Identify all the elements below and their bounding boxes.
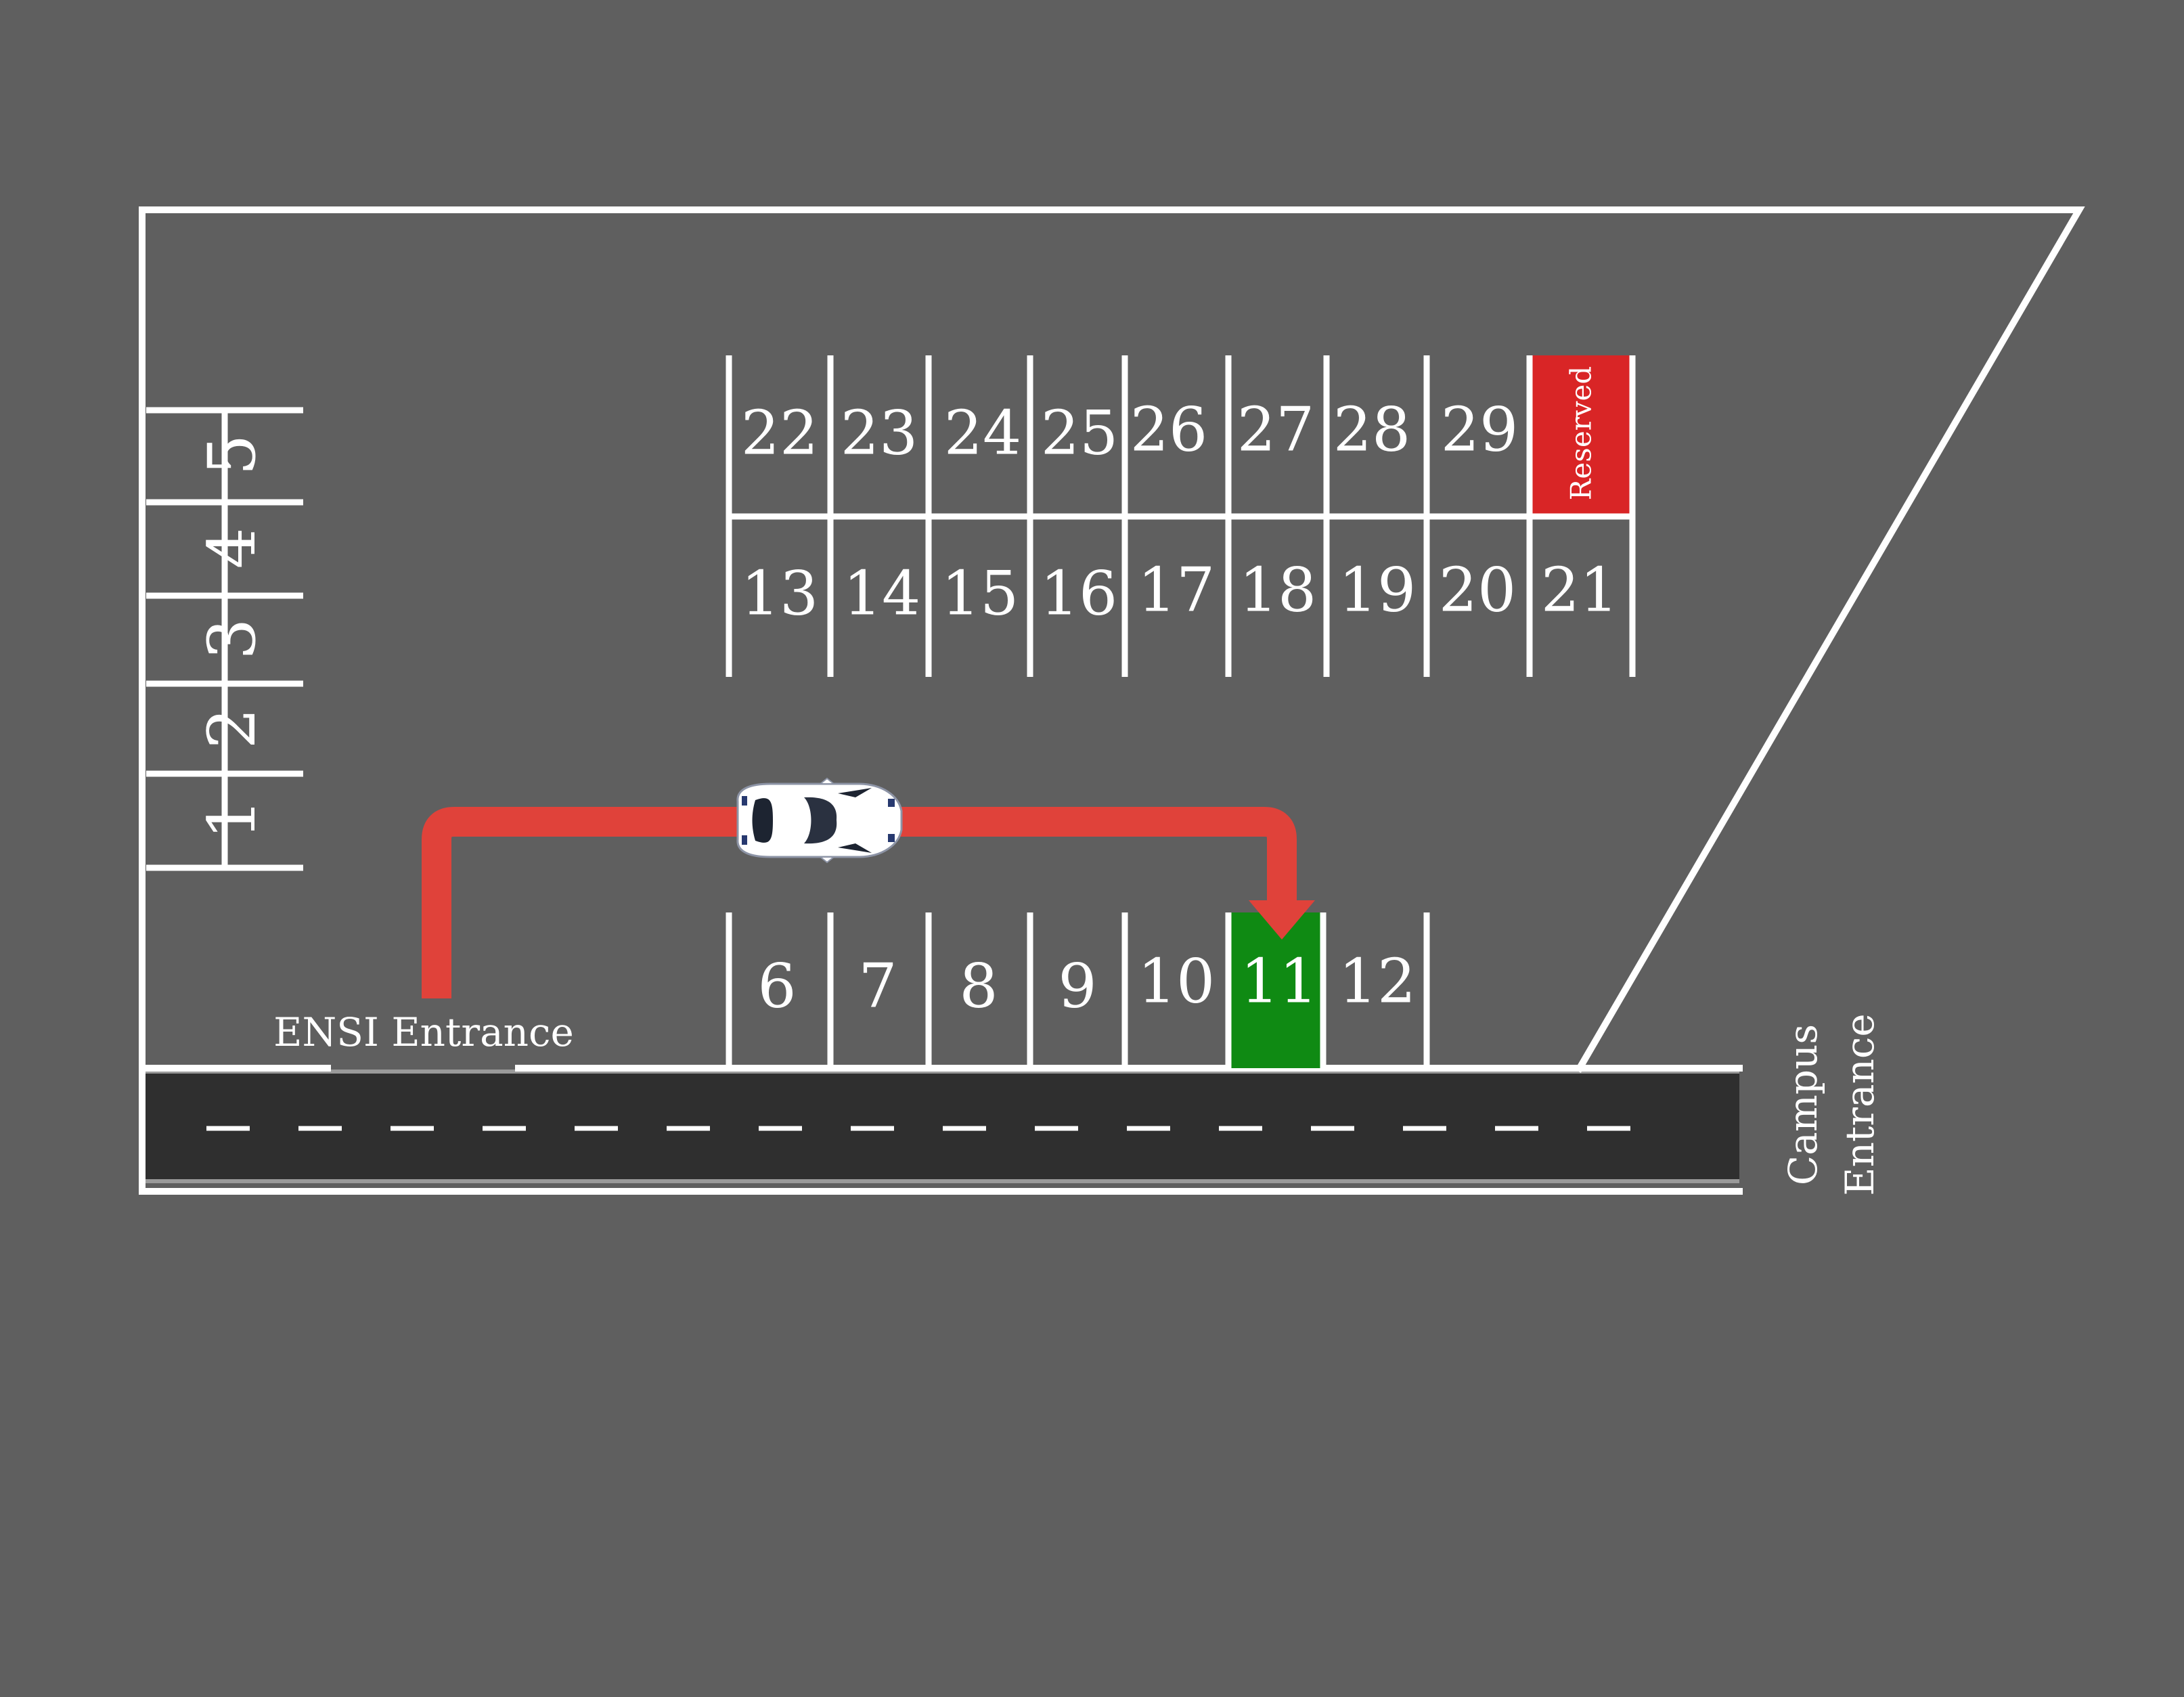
spot-18[interactable]: 18 [1239,555,1317,626]
left-column-labels: 1 2 3 4 5 [194,434,270,839]
spot-21[interactable]: 21 [1541,555,1619,626]
spot-5[interactable]: 5 [194,434,270,475]
campus-entrance-line2: Entrance [1837,1013,1883,1195]
spot-14[interactable]: 14 [843,558,921,630]
spot-6[interactable]: 6 [757,951,796,1022]
spot-22[interactable]: 22 [741,398,819,469]
spot-26[interactable]: 26 [1130,395,1208,466]
middle-row-labels: 13 14 15 16 17 18 19 20 21 [741,555,1619,630]
spot-20[interactable]: 20 [1439,555,1517,626]
campus-entrance-label: Campus Entrance [1780,1013,1883,1195]
spot-4[interactable]: 4 [194,527,270,569]
bottom-row-labels: 6 7 8 9 10 11 12 [757,946,1416,1022]
top-row-labels: 22 23 24 25 26 27 28 29 [741,395,1519,469]
bottom-row [726,912,1430,1068]
spot-1[interactable]: 1 [194,798,270,839]
spot-8[interactable]: 8 [959,951,998,1022]
center-double-row [726,355,1636,677]
reserved-label: Reserved [1565,366,1598,500]
lot-boundary [139,206,2085,1195]
spot-2[interactable]: 2 [194,707,270,749]
spot-24[interactable]: 24 [944,398,1022,469]
spot-29[interactable]: 29 [1441,395,1519,466]
spot-12[interactable]: 12 [1339,946,1417,1017]
reserved-spot-fill [1531,355,1631,514]
spot-19[interactable]: 19 [1339,555,1417,626]
spot-15[interactable]: 15 [941,558,1019,630]
campus-entrance-line1: Campus [1780,1024,1826,1185]
spot-11[interactable]: 11 [1241,946,1318,1017]
target-spot-fill [1229,912,1322,1068]
spot-25[interactable]: 25 [1041,398,1119,469]
spot-7[interactable]: 7 [858,951,897,1022]
left-column-spots [146,407,303,871]
spot-27[interactable]: 27 [1237,395,1315,466]
spot-16[interactable]: 16 [1040,558,1118,630]
spot-23[interactable]: 23 [841,398,918,469]
spot-3[interactable]: 3 [194,618,270,659]
spot-9[interactable]: 9 [1058,951,1096,1022]
ensi-entrance-label: ENSI Entrance [273,1009,574,1055]
spot-13[interactable]: 13 [741,558,819,630]
spot-17[interactable]: 17 [1138,555,1216,626]
car-icon[interactable] [736,777,903,864]
spot-10[interactable]: 10 [1138,946,1216,1017]
spot-28[interactable]: 28 [1333,395,1411,466]
